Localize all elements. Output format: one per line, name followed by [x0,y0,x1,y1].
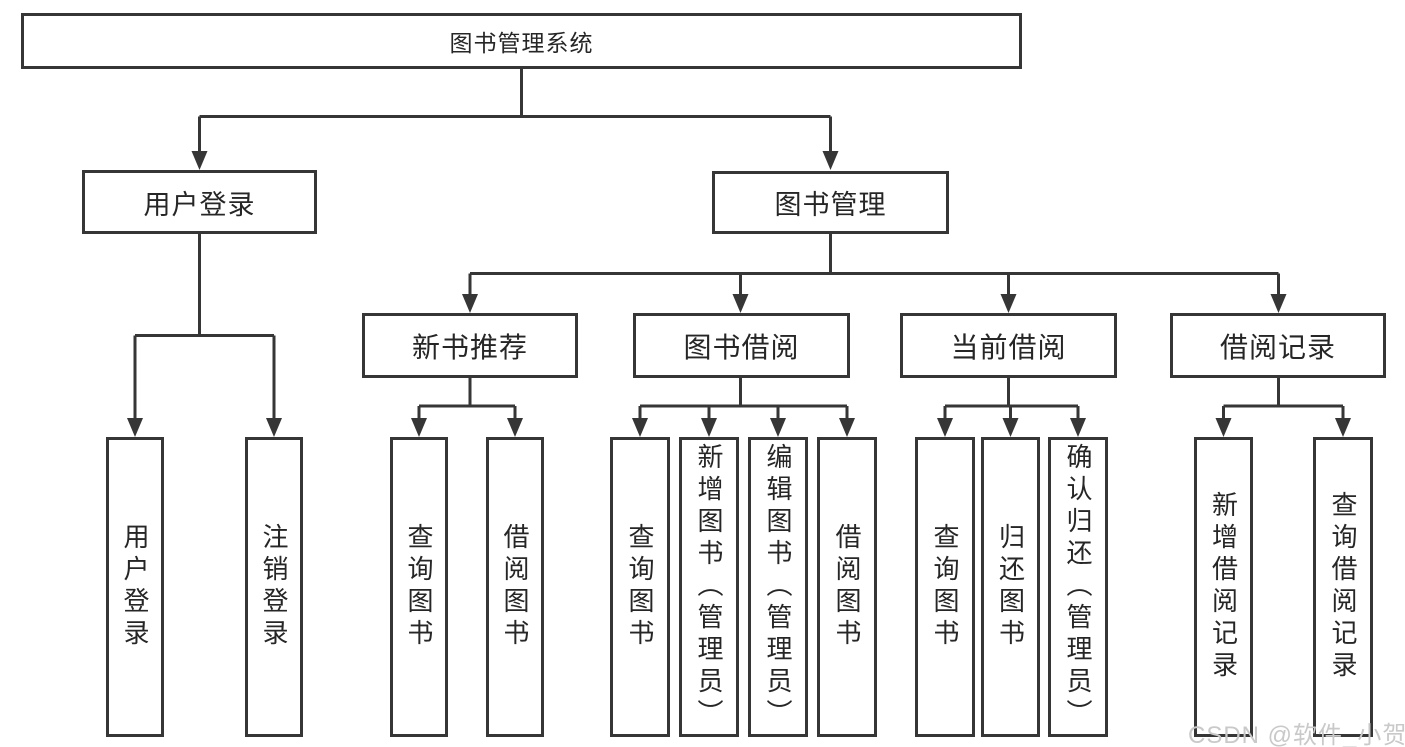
leaf-label: 查询借阅记录 [1328,491,1358,683]
connector-line [1222,378,1345,419]
leaf-label: 确认归还（管理员） [1063,443,1093,731]
connector-line [468,234,1280,295]
node-new-book-recommend: 新书推荐 [362,313,578,378]
leaf-label: 新增图书（管理员） [694,443,724,731]
arrow-down-icon [266,418,282,437]
leaf-label: 查询图书 [930,523,960,651]
leaf-borrow-books-recommend: 借阅图书 [486,437,544,737]
node-borrow-records: 借阅记录 [1170,313,1386,378]
connector-line [198,69,832,152]
leaf-user-login: 用户登录 [106,437,164,737]
leaf-edit-books-admin: 编辑图书（管理员） [748,437,808,737]
leaf-label: 归还图书 [995,523,1026,651]
arrow-down-icon [839,418,855,437]
connector-line [638,378,849,419]
leaf-label: 新增借阅记录 [1208,491,1239,683]
connector-book-borrowing [632,378,855,437]
node-library-system: 图书管理系统 [21,13,1022,69]
arrow-down-icon [701,418,717,437]
connector-book-management [462,234,1287,313]
leaf-borrow-books-borrowing: 借阅图书 [817,437,877,737]
node-book-borrowing: 图书借阅 [633,313,850,378]
connector-current-borrowing [937,378,1086,437]
connector-user-login [127,234,282,437]
leaf-label: 借阅图书 [500,523,530,651]
leaf-add-borrow-record: 新增借阅记录 [1194,437,1253,737]
arrow-down-icon [1215,418,1232,437]
connector-line [943,378,1080,419]
node-user-login: 用户登录 [82,170,317,234]
connector-root [191,69,839,170]
connector-line [417,378,517,419]
arrow-down-icon [937,418,953,437]
arrow-down-icon [1000,294,1017,313]
leaf-label: 用户登录 [120,523,150,651]
node-book-management: 图书管理 [712,171,949,234]
arrow-down-icon [411,418,427,437]
arrow-down-icon [770,418,786,437]
leaf-label: 借阅图书 [832,523,862,651]
node-label: 新书推荐 [411,331,528,363]
leaf-confirm-return-admin: 确认归还（管理员） [1048,437,1108,737]
connector-new-book-recommend [411,378,523,437]
arrow-down-icon [632,418,648,437]
leaf-logout-login: 注销登录 [245,437,303,737]
leaf-label: 查询图书 [625,523,655,651]
node-label: 借阅记录 [1219,331,1336,363]
node-current-borrowing: 当前借阅 [900,313,1117,378]
leaf-query-books-current: 查询图书 [915,437,975,737]
arrow-down-icon [191,151,208,170]
arrow-down-icon [1002,418,1019,437]
node-label: 用户登录 [143,189,256,220]
leaf-add-books-admin: 新增图书（管理员） [679,437,739,737]
arrow-down-icon [507,418,523,437]
node-label: 图书管理系统 [449,30,594,56]
watermark: CSDN @软件_小贺同学 [1188,722,1405,747]
leaf-label: 编辑图书（管理员） [763,443,793,731]
arrow-down-icon [462,294,478,313]
leaf-query-books-recommend: 查询图书 [390,437,448,737]
leaf-label: 查询图书 [404,523,434,651]
arrow-down-icon [1070,418,1086,437]
leaf-query-books-borrowing: 查询图书 [610,437,670,737]
arrow-down-icon [822,151,839,170]
node-label: 当前借阅 [950,331,1067,363]
node-label: 图书借阅 [683,331,800,363]
leaf-label: 注销登录 [259,523,289,651]
arrow-down-icon [127,418,143,437]
leaf-return-books: 归还图书 [981,437,1040,737]
connector-line [133,234,276,419]
arrow-down-icon [1335,418,1351,437]
node-label: 图书管理 [774,190,887,220]
arrow-down-icon [1270,294,1287,313]
arrow-down-icon [732,294,749,313]
connector-borrow-records [1215,378,1351,437]
leaf-query-borrow-record: 查询借阅记录 [1313,437,1373,737]
